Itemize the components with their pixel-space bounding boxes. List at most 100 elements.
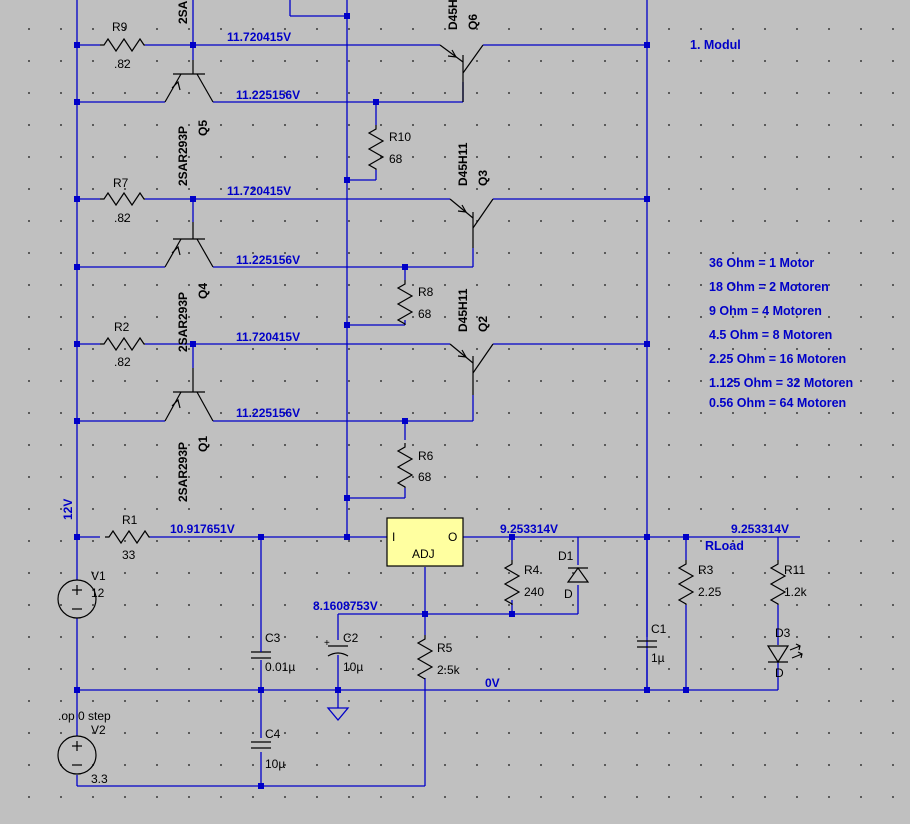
note-line: 4.5 Ohm = 8 Motoren bbox=[709, 328, 832, 342]
component-model: 2SAR293P bbox=[176, 126, 190, 186]
component-value: 10µ bbox=[343, 660, 363, 674]
component-name: Q2 bbox=[476, 316, 490, 332]
component-value: 68 bbox=[418, 307, 432, 321]
component-value: 0.01µ bbox=[265, 660, 295, 674]
voltage-regulator[interactable] bbox=[386, 517, 464, 567]
component-name: V1 bbox=[91, 569, 106, 583]
component-value: 240 bbox=[524, 585, 544, 599]
capacitor-c1[interactable] bbox=[637, 640, 657, 648]
voltage-label: 0V bbox=[485, 676, 500, 690]
component-model: D45H bbox=[446, 0, 460, 30]
component-value: 2.25 bbox=[698, 585, 722, 599]
component-name: V2 bbox=[91, 723, 106, 737]
component-name: R7 bbox=[113, 176, 129, 190]
voltage-label: 11.720415V bbox=[227, 184, 291, 198]
capacitor-c4[interactable] bbox=[251, 741, 271, 749]
svg-text:+: + bbox=[324, 638, 330, 649]
component-value: 3.3 bbox=[91, 772, 108, 786]
component-value: 33 bbox=[122, 548, 136, 562]
component-name: D1 bbox=[558, 549, 574, 563]
regulator-in-pin: I bbox=[392, 530, 395, 544]
resistor-r1[interactable] bbox=[105, 529, 150, 545]
resistor-r8[interactable] bbox=[396, 280, 414, 325]
transistor-q2[interactable] bbox=[449, 343, 494, 395]
component-name: Q4 bbox=[196, 283, 210, 299]
rload-label: RLoad bbox=[705, 539, 744, 553]
resistor-r7[interactable] bbox=[100, 191, 145, 207]
resistor-r4[interactable] bbox=[503, 560, 521, 605]
component-name: R2 bbox=[114, 320, 130, 334]
voltage-label: 9.253314V bbox=[500, 522, 558, 536]
voltage-label: 11.720415V bbox=[227, 30, 291, 44]
ground-symbol bbox=[326, 707, 350, 722]
component-value: D bbox=[564, 587, 573, 601]
component-value: .82 bbox=[114, 211, 131, 225]
voltage-label: 12V bbox=[61, 499, 75, 520]
component-name: Q3 bbox=[476, 170, 490, 186]
component-name: C1 bbox=[651, 622, 667, 636]
component-name: Q1 bbox=[196, 436, 210, 452]
resistor-r11[interactable] bbox=[769, 560, 787, 605]
note-line: 0.56 Ohm = 64 Motoren bbox=[709, 396, 846, 410]
transistor-q6[interactable] bbox=[439, 44, 484, 102]
voltage-source-v1[interactable] bbox=[57, 579, 97, 619]
voltage-source-v2[interactable] bbox=[57, 735, 97, 775]
junction-dots bbox=[74, 13, 689, 789]
component-name: Q5 bbox=[196, 120, 210, 136]
component-value: 2.5k bbox=[437, 663, 461, 677]
resistor-r5[interactable] bbox=[416, 635, 434, 680]
component-value: .82 bbox=[114, 355, 131, 369]
transistor-q1[interactable] bbox=[164, 368, 214, 422]
note-line: 2.25 Ohm = 16 Motoren bbox=[709, 352, 846, 366]
resistor-r2[interactable] bbox=[100, 336, 145, 352]
transistor-q5[interactable] bbox=[164, 60, 214, 103]
component-value: 68 bbox=[418, 470, 432, 484]
component-value: .82 bbox=[114, 57, 131, 71]
transistor-q4[interactable] bbox=[164, 222, 214, 268]
regulator-adj-pin: ADJ bbox=[412, 547, 435, 561]
note-line: 9 Ohm = 4 Motoren bbox=[709, 304, 822, 318]
component-model: D45H11 bbox=[456, 142, 470, 186]
resistor-r10[interactable] bbox=[367, 125, 385, 170]
capacitor-c2[interactable]: + bbox=[324, 638, 349, 657]
component-value: D bbox=[775, 666, 784, 680]
voltage-label: 11.225156V bbox=[236, 406, 300, 420]
note-line: 36 Ohm = 1 Motor bbox=[709, 256, 814, 270]
component-name: R6 bbox=[418, 449, 434, 463]
component-name: R4 bbox=[524, 563, 540, 577]
component-model: D45H11 bbox=[456, 288, 470, 332]
component-name: C3 bbox=[265, 631, 281, 645]
component-name: C4 bbox=[265, 727, 281, 741]
component-name: Q6 bbox=[466, 14, 480, 30]
note-line: 1.125 Ohm = 32 Motoren bbox=[709, 376, 853, 390]
voltage-label: 10.917651V bbox=[170, 522, 235, 536]
led-d3[interactable] bbox=[766, 643, 803, 664]
component-value: 1µ bbox=[651, 651, 665, 665]
regulator-out-pin: O bbox=[448, 530, 457, 544]
component-name: R1 bbox=[122, 513, 138, 527]
component-model: 2SAR293P bbox=[176, 292, 190, 352]
voltage-label: 11.225156V bbox=[236, 88, 300, 102]
resistor-r9[interactable] bbox=[100, 37, 145, 53]
voltage-label: 11.720415V bbox=[236, 330, 300, 344]
component-value: 12 bbox=[91, 586, 105, 600]
component-model: 2SA bbox=[176, 0, 190, 24]
voltage-label: 9.253314V bbox=[731, 522, 789, 536]
resistor-r3[interactable] bbox=[677, 560, 695, 605]
resistor-r6[interactable] bbox=[396, 443, 414, 488]
voltage-label: 11.225156V bbox=[236, 253, 300, 267]
labels: 11.720415V 11.225156V 11.720415V 11.2251… bbox=[58, 0, 853, 786]
transistor-q3[interactable] bbox=[449, 198, 494, 248]
component-value: 10µ bbox=[265, 757, 285, 771]
component-name: C2 bbox=[343, 631, 359, 645]
op-directive: .op 0 step bbox=[58, 709, 111, 723]
component-name: D3 bbox=[775, 626, 791, 640]
capacitor-c3[interactable] bbox=[251, 645, 271, 659]
component-name: R11 bbox=[784, 563, 805, 577]
voltage-label: 8.1608753V bbox=[313, 599, 378, 613]
note-line: 18 Ohm = 2 Motoren bbox=[709, 280, 829, 294]
diode-d1[interactable] bbox=[566, 566, 590, 583]
component-name: R10 bbox=[389, 130, 411, 144]
component-name: R9 bbox=[112, 20, 128, 34]
